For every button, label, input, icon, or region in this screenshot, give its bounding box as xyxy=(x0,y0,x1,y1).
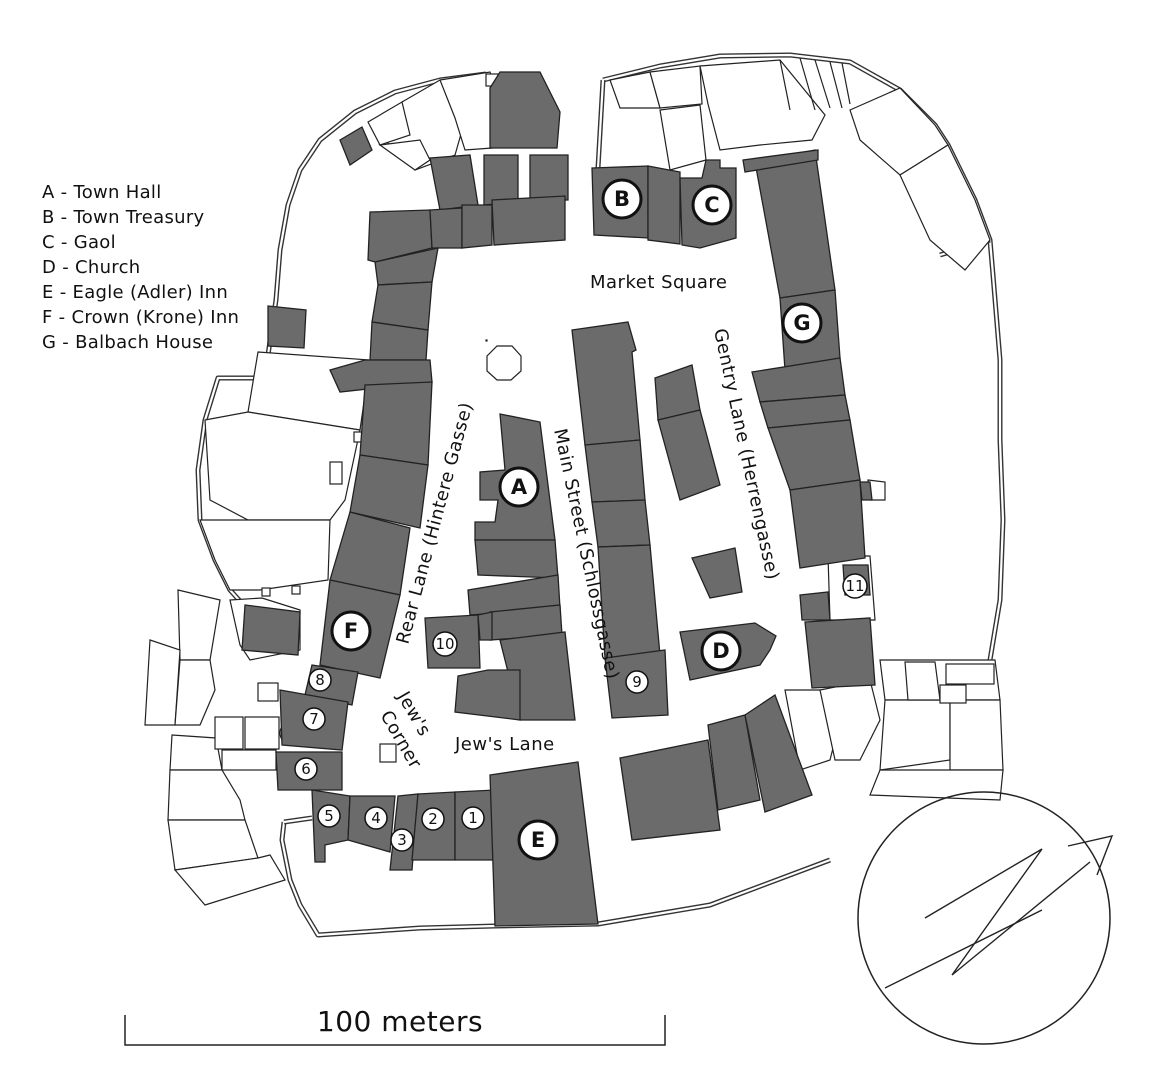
svg-text:7: 7 xyxy=(309,710,319,728)
svg-text:2: 2 xyxy=(428,810,438,828)
marker-g[interactable]: G xyxy=(781,302,823,344)
legend-item-f: F - Crown (Krone) Inn xyxy=(42,307,240,328)
gentry-lane-label: Gentry Lane (Herrengasse) xyxy=(709,327,783,582)
legend-item-d: D - Church xyxy=(42,257,141,278)
marker-9[interactable]: 9 xyxy=(625,670,649,694)
svg-text:4: 4 xyxy=(371,809,381,827)
svg-text:G: G xyxy=(793,311,810,335)
svg-text:5: 5 xyxy=(324,807,334,825)
marker-1[interactable]: 1 xyxy=(461,806,485,830)
svg-text:A: A xyxy=(511,475,528,499)
marker-c[interactable]: C xyxy=(691,184,733,226)
marker-a[interactable]: A xyxy=(498,466,540,508)
legend-item-g: G - Balbach House xyxy=(42,332,214,353)
legend-item-a: A - Town Hall xyxy=(42,182,162,203)
svg-text:B: B xyxy=(614,187,630,211)
north-arrow-icon xyxy=(857,791,1114,1045)
svg-text:F: F xyxy=(344,619,358,643)
marker-5[interactable]: 5 xyxy=(317,804,341,828)
svg-text:1: 1 xyxy=(468,809,478,827)
svg-text:C: C xyxy=(704,193,719,217)
jews-lane-label: Jew's Lane xyxy=(454,734,555,755)
svg-text:11: 11 xyxy=(845,577,864,595)
svg-text:9: 9 xyxy=(632,673,642,691)
map-legend: A - Town Hall B - Town Treasury C - Gaol… xyxy=(42,180,239,355)
marker-b[interactable]: B xyxy=(601,178,643,220)
marker-2[interactable]: 2 xyxy=(421,807,445,831)
marker-e[interactable]: E xyxy=(517,819,559,861)
svg-text:E: E xyxy=(531,828,545,852)
marker-7[interactable]: 7 xyxy=(302,707,326,731)
svg-text:10: 10 xyxy=(435,635,454,653)
svg-text:3: 3 xyxy=(397,831,407,849)
scale-label: 100 meters xyxy=(317,1005,483,1038)
svg-text:D: D xyxy=(712,639,729,663)
legend-item-e: E - Eagle (Adler) Inn xyxy=(42,282,229,303)
marker-11[interactable]: 11 xyxy=(842,573,868,599)
marker-4[interactable]: 4 xyxy=(364,806,388,830)
legend-item-b: B - Town Treasury xyxy=(42,207,205,228)
marker-6[interactable]: 6 xyxy=(294,757,318,781)
legend-item-c: C - Gaol xyxy=(42,232,116,253)
marker-3[interactable]: 3 xyxy=(390,828,414,852)
marker-f[interactable]: F xyxy=(330,610,372,652)
svg-text:8: 8 xyxy=(315,671,325,689)
market-square-label: Market Square xyxy=(590,272,727,293)
marker-8[interactable]: 8 xyxy=(308,668,332,692)
marker-d[interactable]: D xyxy=(700,630,742,672)
marker-10[interactable]: 10 xyxy=(432,631,458,657)
scale-bar: 100 meters xyxy=(124,1005,666,1046)
svg-text:6: 6 xyxy=(301,760,311,778)
lot-outlines xyxy=(144,57,1004,906)
